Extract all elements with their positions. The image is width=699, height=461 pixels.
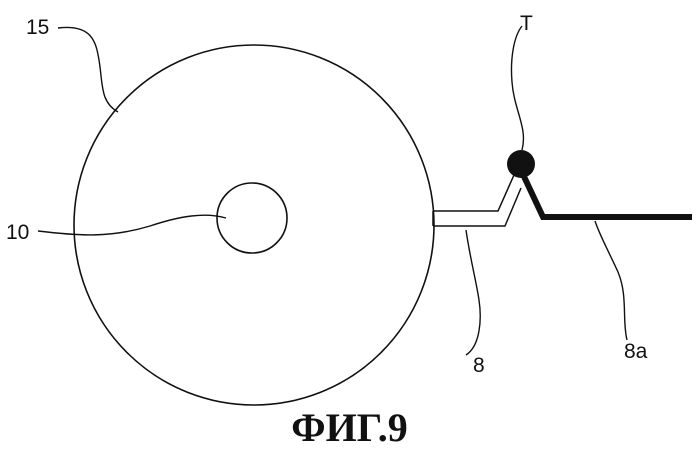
joint-t-dot (507, 150, 535, 178)
label-lead-wire-8a: 8a (624, 341, 647, 362)
disc-15 (74, 45, 434, 405)
leader-line-t (511, 26, 523, 150)
leader-line-10 (38, 215, 226, 235)
lead-wire-8-bottom (433, 188, 521, 226)
label-hub-10: 10 (6, 222, 29, 243)
hub-10 (217, 183, 287, 253)
leader-line-8 (466, 230, 480, 355)
figure-caption: ФИГ.9 (0, 408, 699, 448)
label-tip-t: T (520, 13, 533, 34)
lead-wire-8a (520, 168, 692, 217)
leader-line-8a (595, 221, 627, 340)
label-lead-wire-8: 8 (473, 355, 485, 376)
leader-line-15 (58, 27, 118, 112)
lead-wire-8-top (433, 175, 514, 211)
label-disc-15: 15 (26, 17, 49, 38)
